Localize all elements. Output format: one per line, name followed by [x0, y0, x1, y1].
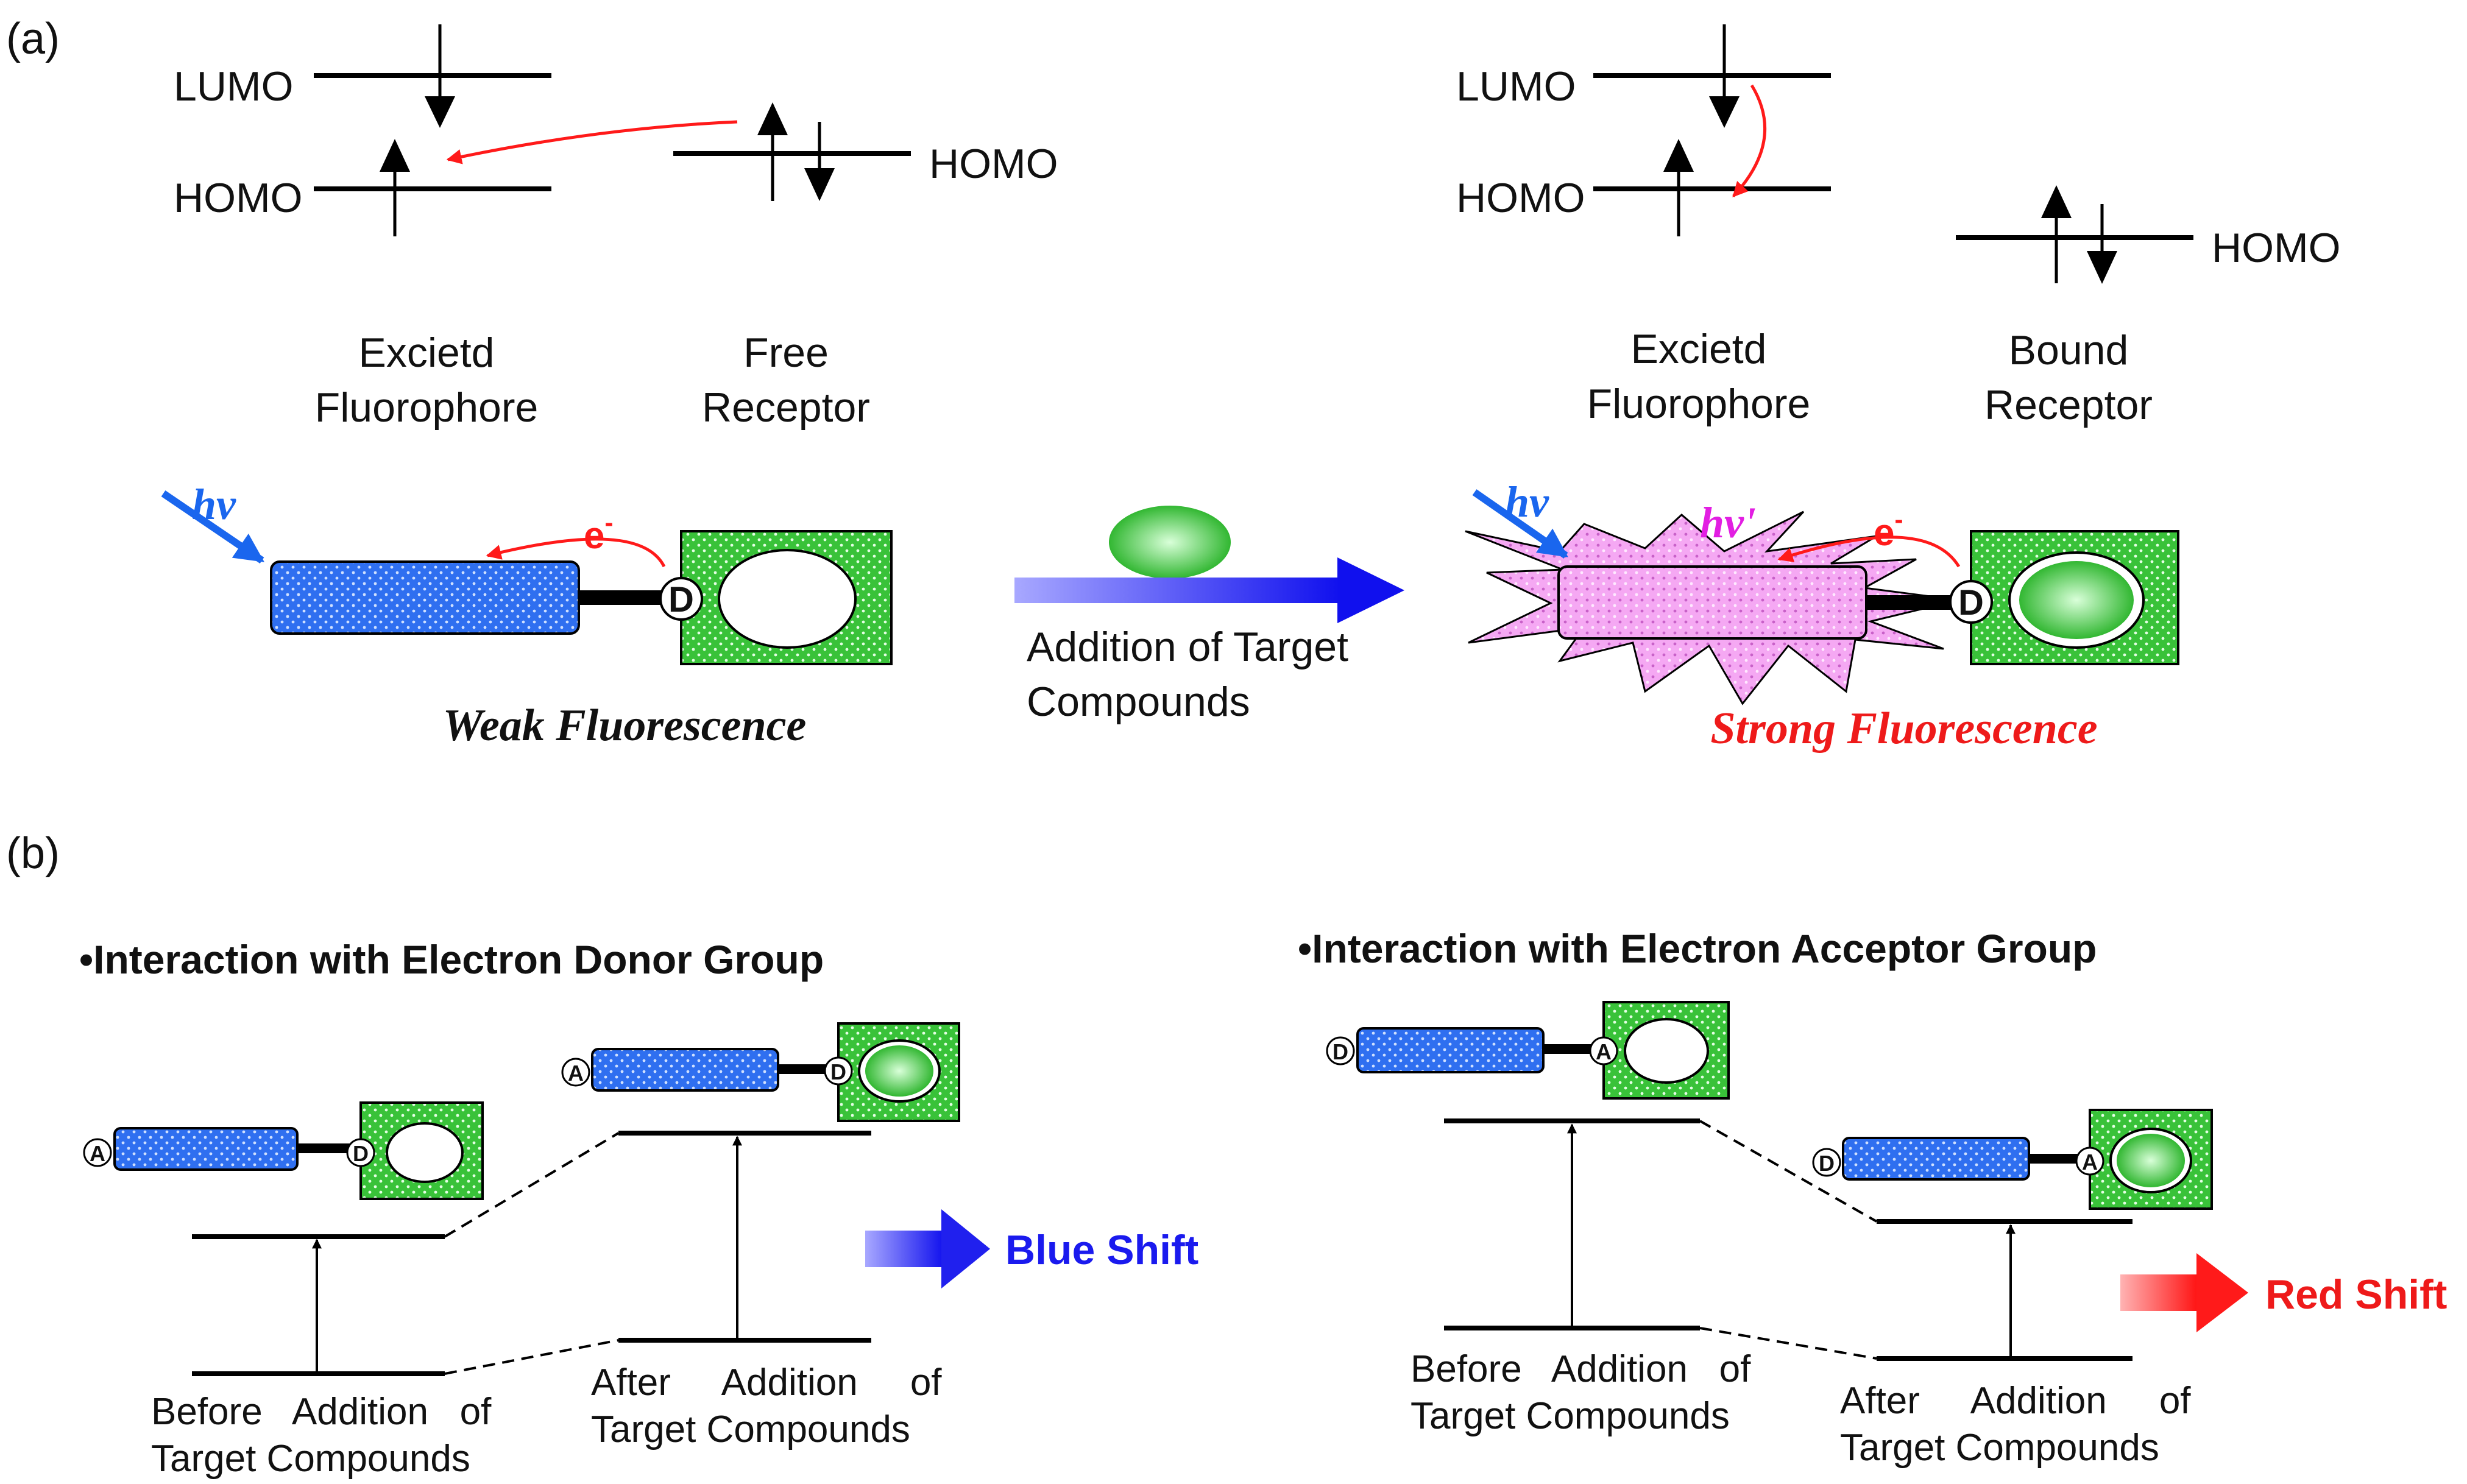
right-fluorophore-label-2: Fluorophore	[1587, 381, 1811, 427]
hv-arrow	[161, 490, 264, 564]
hv-label: hv	[192, 480, 236, 529]
left-receptor-up-arrow-icon	[757, 102, 788, 135]
target-compound-icon	[1109, 506, 1231, 579]
left-homo-up-arrow-icon	[380, 139, 410, 172]
donor-before-label-2: Target Compounds	[151, 1438, 470, 1480]
donor-after-label-1: After Addition of	[591, 1362, 942, 1404]
red-shift-label: Red Shift	[2265, 1271, 2447, 1318]
left-fluorophore-label-2: Fluorophore	[315, 384, 539, 431]
donor-title: •Interaction with Electron Donor Group	[79, 937, 824, 982]
right-homo-label: HOMO	[1456, 175, 1585, 221]
hv-prime-label: hv'	[1700, 498, 1756, 547]
right-lumo-label: LUMO	[1456, 63, 1576, 110]
panel-a-label: (a)	[6, 15, 60, 63]
right-lumo-down-arrow-icon	[1709, 96, 1740, 128]
linker	[579, 590, 664, 605]
bound-electron-label: e-	[1874, 505, 1903, 554]
left-lumo-label: LUMO	[174, 63, 293, 110]
right-fluorophore-label-1: Excietd	[1631, 326, 1767, 372]
acceptor-after-d-label: D	[1819, 1151, 1835, 1176]
excited-fluorophore-block	[1557, 565, 1867, 640]
donor-after-a-label: A	[568, 1061, 584, 1086]
left-fluorophore-label-1: Excietd	[359, 330, 495, 376]
bound-linker	[1866, 595, 1952, 610]
weak-fluorescence-label: Weak Fluorescence	[443, 701, 807, 751]
bound-hv-arrow	[1472, 489, 1568, 559]
donor-before-d-label: D	[353, 1141, 369, 1166]
left-lumo-down-arrow-icon	[425, 96, 455, 128]
acceptor-after-a-label: A	[2082, 1150, 2098, 1175]
acceptor-before-label-2: Target Compounds	[1410, 1395, 1730, 1437]
left-receptor-label-1: Free	[743, 330, 829, 376]
right-receptor-up-arrow-icon	[2041, 185, 2072, 218]
left-orbital-diagram: LUMO HOMO HOMO Excietd Fluorophore Free …	[174, 24, 1058, 431]
donor-after-d-label: D	[830, 1059, 846, 1084]
blue-shift-label: Blue Shift	[1005, 1227, 1198, 1273]
acceptor-title: •Interaction with Electron Acceptor Grou…	[1298, 926, 2097, 971]
left-receptor-down-arrow-icon	[804, 168, 835, 201]
fluorophore-block	[270, 560, 580, 635]
electron-label: e-	[584, 508, 613, 557]
red-shift-arrow-icon	[2196, 1253, 2248, 1332]
addition-label-1: Addition of Target	[1027, 624, 1348, 670]
left-homo-label: HOMO	[174, 175, 303, 221]
acceptor-before-label-1: Before Addition of	[1410, 1348, 1751, 1390]
bound-sensor-molecule: D hv hv' e- Strong Fluorescence	[1465, 478, 2179, 754]
right-receptor-label-1: Bound	[2009, 327, 2129, 373]
donor-label: D	[668, 580, 694, 620]
bound-electron-transfer-arrow	[1777, 535, 1961, 568]
donor-circle	[659, 577, 703, 621]
right-receptor-label-2: Receptor	[1984, 382, 2153, 428]
acceptor-group-section: •Interaction with Electron Acceptor Grou…	[1298, 926, 2447, 1469]
blue-shift-arrow-icon	[941, 1209, 990, 1288]
right-orbital-diagram: LUMO HOMO HOMO Excietd Fluorophore Bound…	[1456, 24, 2341, 428]
electron-transfer-arrow	[486, 537, 666, 568]
bound-target-compound	[2019, 561, 2134, 639]
left-receptor-homo-label: HOMO	[929, 141, 1058, 187]
acceptor-before-a-label: A	[1596, 1039, 1612, 1064]
left-receptor-label-2: Receptor	[702, 384, 870, 431]
addition-label-2: Compounds	[1027, 679, 1250, 725]
right-receptor-down-arrow-icon	[2087, 251, 2117, 284]
right-homo-up-arrow-icon	[1663, 139, 1694, 172]
donor-before-label-1: Before Addition of	[151, 1391, 492, 1433]
addition-step: Addition of Target Compounds	[1014, 506, 1404, 725]
acceptor-after-label-1: After Addition of	[1840, 1380, 2191, 1422]
strong-fluorescence-label: Strong Fluorescence	[1710, 704, 2097, 754]
panel-b-label: (b)	[6, 829, 60, 878]
empty-binding-site	[718, 549, 857, 649]
acceptor-before-d-label: D	[1333, 1039, 1348, 1064]
right-relaxation-arrow	[1732, 84, 1767, 197]
free-sensor-molecule: D hv e- Weak Fluorescence	[161, 480, 893, 751]
acceptor-after-label-2: Target Compounds	[1840, 1427, 2159, 1469]
donor-after-label-2: Target Compounds	[591, 1408, 910, 1450]
right-receptor-homo-label: HOMO	[2212, 225, 2341, 271]
bound-donor-circle	[1949, 580, 1993, 624]
bound-donor-label: D	[1958, 583, 1984, 623]
addition-arrow-icon	[1337, 557, 1404, 623]
bound-hv-label: hv	[1505, 478, 1549, 526]
donor-group-section: •Interaction with Electron Donor Group A…	[79, 937, 1198, 1480]
left-electron-transfer-arrow	[446, 120, 738, 164]
donor-before-a-label: A	[90, 1141, 105, 1166]
